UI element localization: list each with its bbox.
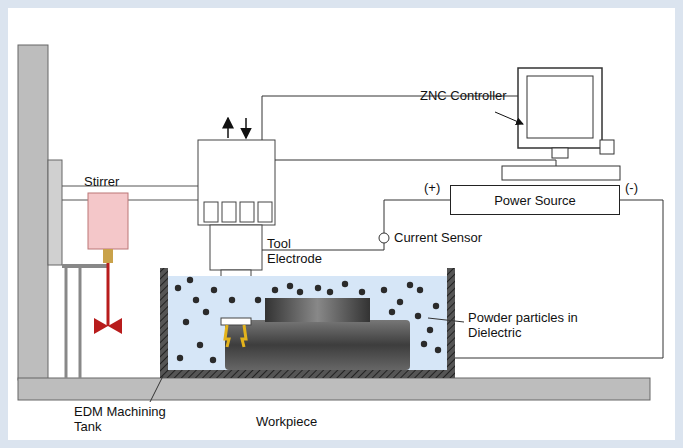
power-source-box: Power Source	[450, 185, 620, 215]
sensor-label: Current Sensor	[394, 230, 482, 245]
powder-particle	[229, 297, 235, 303]
powder-particle	[389, 309, 395, 315]
powder-particle	[197, 342, 203, 348]
powder-particle	[287, 283, 293, 289]
powder-particle	[359, 289, 365, 295]
powder-particle	[433, 303, 439, 309]
tool-label: Tool Electrode	[267, 236, 337, 266]
powder-particle	[210, 357, 216, 363]
powder-particle	[315, 285, 321, 291]
powder-particle	[177, 355, 183, 361]
powder-particle	[407, 282, 413, 288]
stirrer-label: Stirrer	[84, 174, 119, 189]
powder-particle	[327, 289, 333, 295]
powder-particle	[427, 327, 433, 333]
powder-particle	[211, 287, 217, 293]
powder-particle	[421, 341, 427, 347]
powder-particle	[417, 287, 423, 293]
powder-particle	[435, 347, 441, 353]
powder-particle	[255, 297, 261, 303]
powder-particle	[183, 319, 189, 325]
powder-particle	[381, 287, 387, 293]
polarity-label: (-)	[625, 180, 638, 195]
node-text: Power Source	[494, 193, 576, 208]
powder-particle	[415, 313, 421, 319]
powder-label: Powder particles in Dielectric	[468, 310, 598, 340]
powder-particle	[175, 285, 181, 291]
powder-particle	[342, 281, 348, 287]
powder-particle	[203, 309, 209, 315]
polarity-label: (+)	[424, 180, 440, 195]
controller-label: ZNC Controller	[420, 88, 507, 103]
workpiece-label: Workpiece	[256, 414, 317, 429]
powder-particle	[397, 299, 403, 305]
powder-particle	[193, 297, 199, 303]
powder-particle	[187, 277, 193, 283]
powder-particle	[272, 287, 278, 293]
tank-label: EDM Machining Tank	[74, 404, 184, 434]
powder-particle	[297, 289, 303, 295]
